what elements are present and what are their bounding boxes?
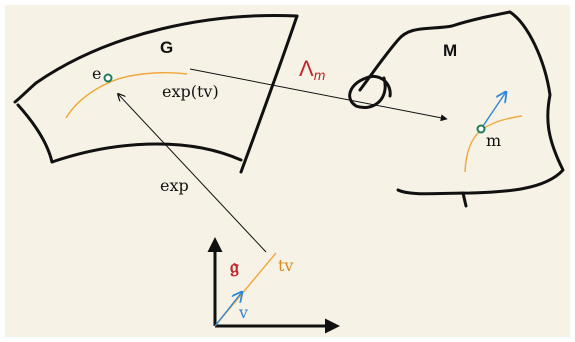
manifold-outline [348,10,565,208]
group-surface-upper-left-edge [13,81,38,104]
identity-point [103,73,113,83]
group-surface-right-edge [239,14,299,174]
exp-curve-label: exp(tv) [162,82,219,101]
background-panel [5,5,570,337]
action-map-label: Λm [299,56,326,83]
exp-curve-in-group [65,71,188,119]
group-surface-left-edge [16,103,54,164]
lie-algebra-axes [207,237,340,334]
manifold-tangent-vector [480,92,506,130]
action-map-symbol: Λ [299,56,314,81]
group-surface-top-edge [34,14,299,85]
lie-algebra-label: 𝔤 [230,254,239,278]
point-m-label: m [486,131,501,150]
action-map-subscript: m [314,67,326,83]
manifold-boundary [358,10,565,196]
action-map-arrow [189,68,448,122]
exp-map-label: exp [160,176,189,195]
exp-map-arrow [118,94,267,253]
scaled-vector-label: tv [278,256,293,275]
vector-label: v [238,303,248,322]
group-label: G [160,38,173,57]
point-m [476,124,486,134]
identity-label: e [92,64,101,83]
manifold-bottom-stub [461,191,468,208]
manifold-loop [348,75,392,109]
vector-v [214,292,242,327]
manifold-label: M [443,41,457,60]
group-surface-bottom-edge [50,142,243,164]
group-surface [13,14,299,174]
